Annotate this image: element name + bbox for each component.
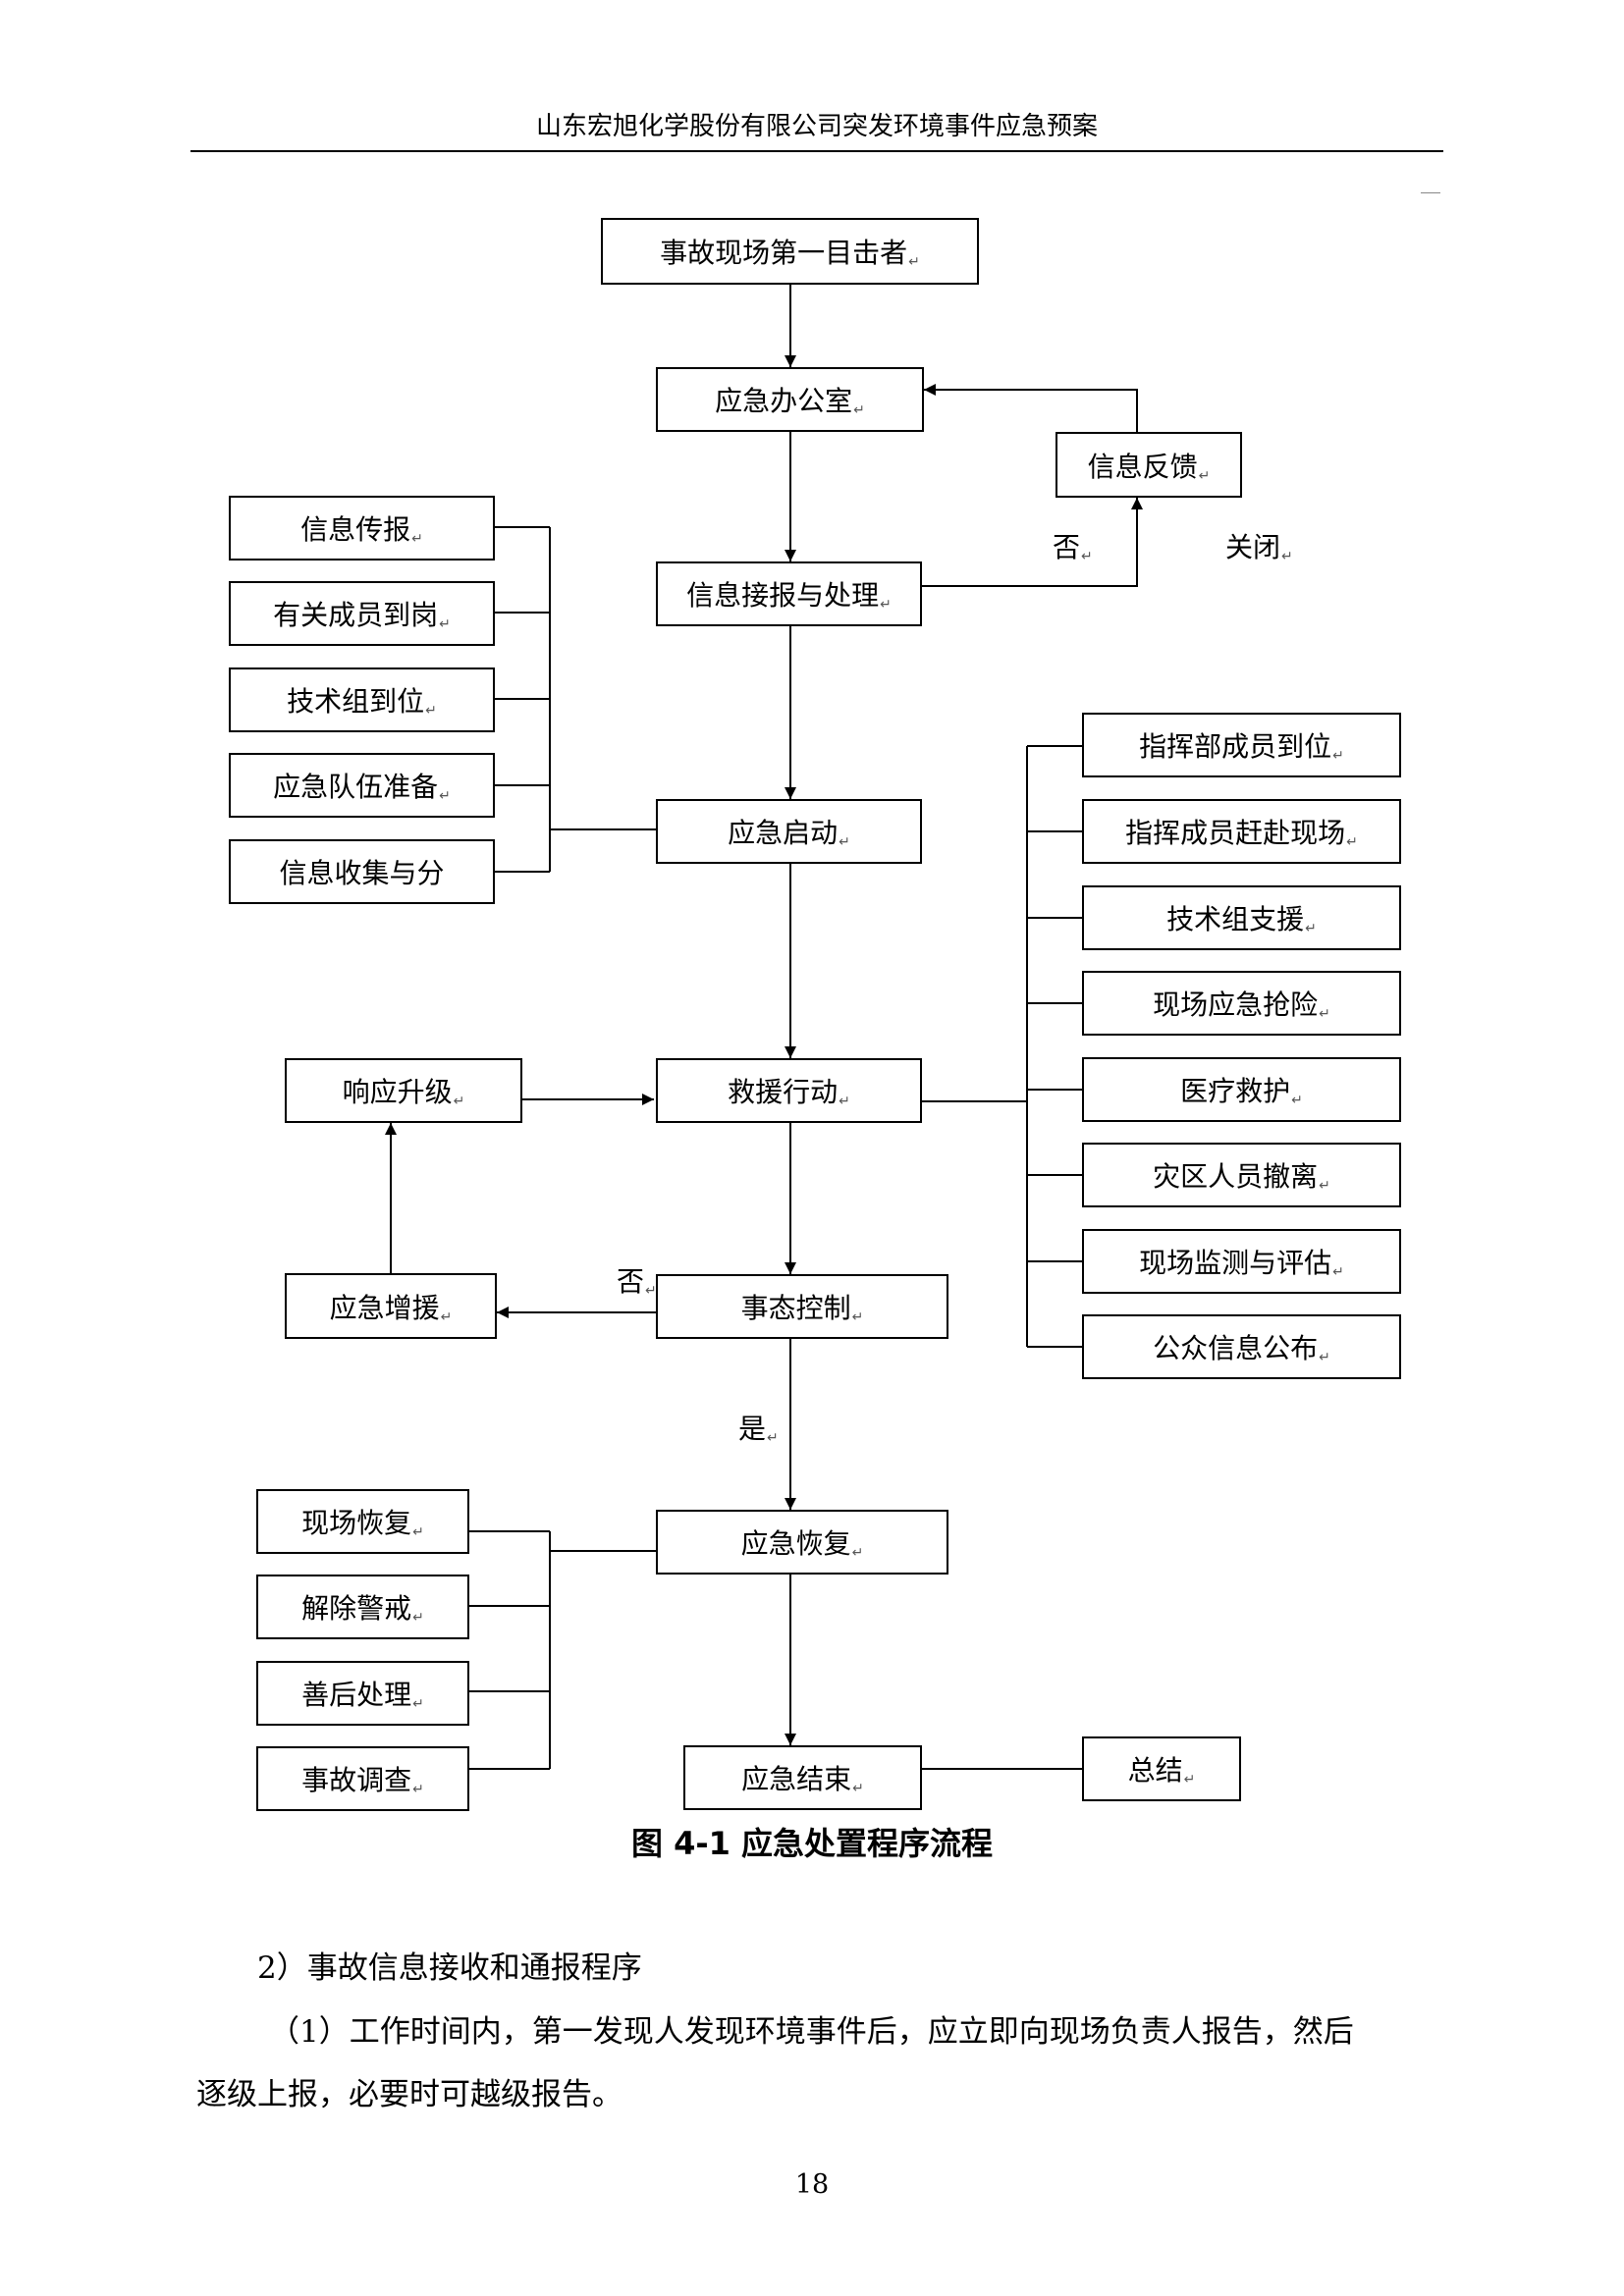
node-recovery-step: 解除警戒: [256, 1575, 469, 1639]
node-situation-control: 事态控制: [656, 1274, 948, 1339]
node-info-feedback: 信息反馈: [1056, 432, 1242, 498]
label-no-report: 否: [1053, 531, 1093, 572]
edge-report-feedback: [922, 498, 1143, 587]
node-emergency-end: 应急结束: [683, 1745, 922, 1810]
page-number: 18: [794, 2169, 830, 2200]
label-close: 关闭: [1225, 531, 1293, 572]
page-header-title: 山东宏旭化学股份有限公司突发环境事件应急预案: [535, 112, 1098, 141]
node-response-escalate: 响应升级: [285, 1058, 522, 1123]
node-recovery-step: 善后处理: [256, 1661, 469, 1726]
node-rescue-step: 公众信息公布: [1082, 1314, 1401, 1379]
node-rescue-step: 指挥部成员到位: [1082, 713, 1401, 777]
node-rescue-step: 技术组支援: [1082, 885, 1401, 950]
node-start-step: 信息传报: [229, 496, 495, 561]
node-summary: 总结: [1082, 1736, 1241, 1801]
figure-caption: 图 4-1 应急处置程序流程: [630, 1825, 994, 1862]
node-emergency-recovery: 应急恢复: [656, 1510, 948, 1575]
corner-mark: [1421, 192, 1440, 193]
node-start-step: 应急队伍准备: [229, 753, 495, 818]
node-rescue-step: 灾区人员撤离: [1082, 1143, 1401, 1207]
node-recovery-step: 现场恢复: [256, 1489, 469, 1554]
paragraph-line: 逐级上报，必要时可越级报告。: [196, 2077, 623, 2112]
header-rule: [190, 150, 1443, 152]
node-rescue-step: 现场监测与评估: [1082, 1229, 1401, 1294]
edge-feedback-office: [924, 384, 1138, 432]
node-recovery-step: 事故调查: [256, 1746, 469, 1811]
node-start-step: 技术组到位: [229, 667, 495, 732]
node-info-report: 信息接报与处理: [656, 561, 922, 626]
node-emergency-office: 应急办公室: [656, 367, 924, 432]
node-rescue-step: 医疗救护: [1082, 1057, 1401, 1122]
node-emergency-reinforce: 应急增援: [285, 1273, 497, 1339]
node-start-step: 有关成员到岗: [229, 581, 495, 646]
node-rescue-step: 现场应急抢险: [1082, 971, 1401, 1036]
node-rescue-step: 指挥成员赶赴现场: [1082, 799, 1401, 864]
node-emergency-start: 应急启动: [656, 799, 922, 864]
node-start-step: 信息收集与分: [229, 839, 495, 904]
label-no-control: 否: [617, 1265, 657, 1307]
node-witness: 事故现场第一目击者: [601, 218, 979, 285]
node-rescue-action: 救援行动: [656, 1058, 922, 1123]
paragraph-line: （1）工作时间内，第一发现人发现环境事件后，应立即向现场负责人报告，然后: [269, 2014, 1354, 2050]
label-yes-control: 是: [738, 1413, 779, 1454]
section-heading: 2）事故信息接收和通报程序: [257, 1950, 642, 1986]
